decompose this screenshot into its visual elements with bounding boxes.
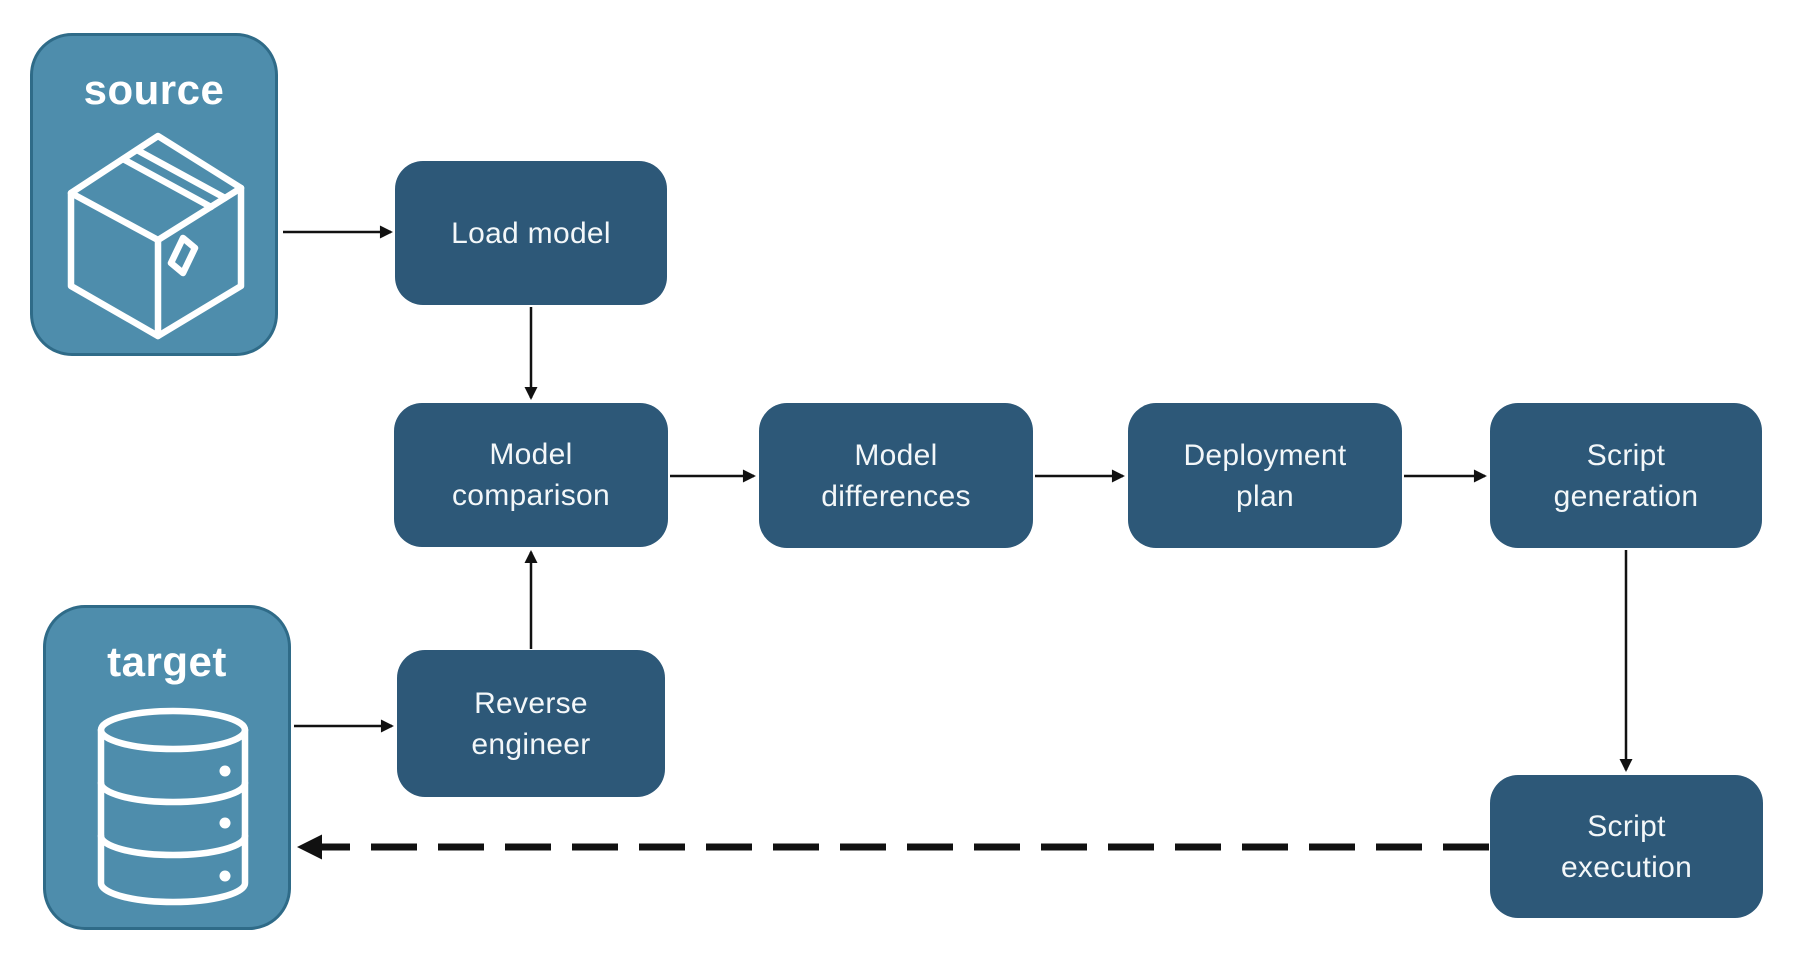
entity-target-label: target bbox=[107, 638, 227, 685]
node-model-differences: Model differences bbox=[759, 403, 1033, 548]
node-label: Model bbox=[489, 438, 573, 471]
node-script-execution: Script execution bbox=[1490, 775, 1763, 918]
node-label: execution bbox=[1560, 850, 1693, 884]
entity-source-label: source bbox=[83, 66, 225, 113]
node-deployment-plan: Deployment plan bbox=[1128, 403, 1402, 548]
node-model-comparison: Model comparison bbox=[394, 403, 668, 547]
node-label: generation bbox=[1553, 479, 1699, 513]
node-label: Script bbox=[1587, 809, 1666, 843]
node-script-generation: Script generation bbox=[1490, 403, 1762, 548]
node-label: Model bbox=[854, 438, 938, 472]
package-icon bbox=[67, 132, 245, 340]
node-reverse-engineer: Reverse engineer bbox=[397, 650, 665, 797]
node-label: differences bbox=[821, 479, 971, 513]
node-label: Reverse bbox=[474, 686, 588, 720]
node-label: Load model bbox=[451, 216, 611, 250]
node-label: comparison bbox=[451, 479, 611, 512]
node-label: plan bbox=[1236, 479, 1294, 513]
database-icon bbox=[97, 707, 249, 906]
node-label: Script bbox=[1586, 438, 1666, 472]
node-label: engineer bbox=[471, 727, 591, 761]
node-load-model: Load model bbox=[395, 161, 667, 305]
entity-source: source bbox=[30, 33, 278, 356]
node-label: Deployment bbox=[1183, 438, 1347, 472]
entity-target: target bbox=[43, 605, 291, 930]
